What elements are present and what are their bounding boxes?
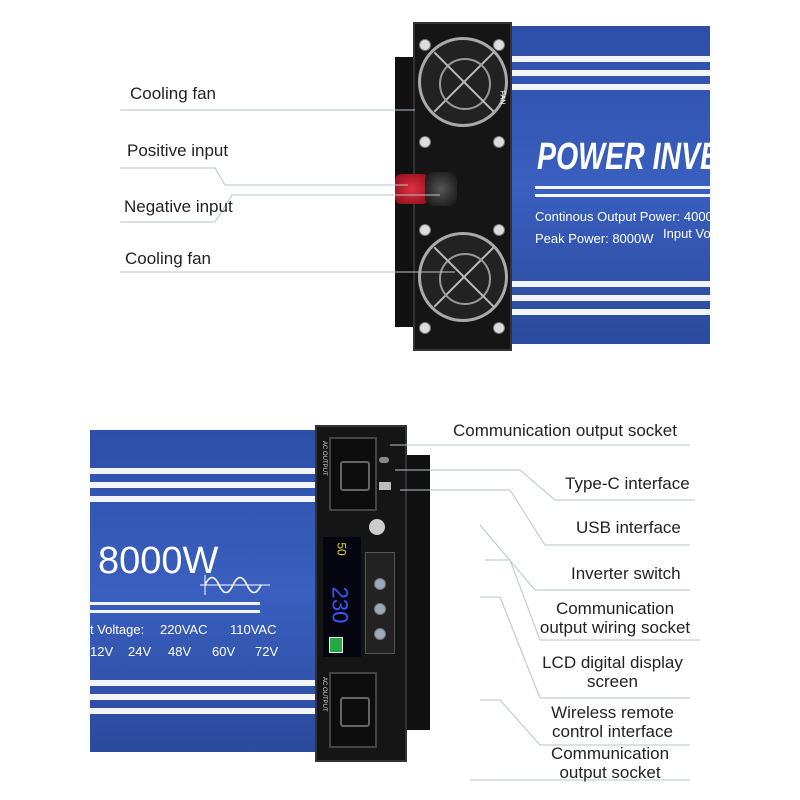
inverter-body: POWER INVER Continous Output Power: 4000… [505,26,740,344]
bottom-inverter: 8000W t Voltage: 220VAC 110VAC 12V 24V 4… [90,420,435,765]
spec-line-1: Continous Output Power: 4000W [535,209,726,224]
label-usb-interface: USB interface [576,518,681,537]
positive-terminal [395,174,429,204]
label-communication-output-socket-2: Communication output socket [550,744,670,782]
cooling-fan-icon [418,232,508,322]
sine-wave-icon [200,575,270,595]
dc-option: 60V [212,644,236,659]
ac-output-socket [329,437,377,511]
dc-option: 24V [128,644,152,659]
label-communication-output-socket: Communication output socket [453,421,677,440]
label-cooling-fan-bottom: Cooling fan [125,249,212,268]
label-wireless-remote: Wireless remote control interface [551,703,674,741]
label-wiring-socket: Communication output wiring socket [539,599,691,637]
dc-option: 12V [90,644,114,659]
label-positive-input: Positive input [127,141,229,160]
spec-line-2b: Input Vol [663,226,714,241]
label-inverter-switch: Inverter switch [571,564,681,583]
dc-option: 72V [255,644,279,659]
ac-output-socket [329,672,377,748]
voltage-label: t Voltage: [90,622,145,637]
product-title: POWER INVER [537,136,740,178]
label-negative-input: Negative input [124,197,233,216]
top-inverter: POWER INVER Continous Output Power: 4000… [395,22,740,352]
inverter-body: 8000W t Voltage: 220VAC 110VAC 12V 24V 4… [90,430,322,752]
cooling-fan-icon [418,37,508,127]
type-c-port [379,457,389,463]
ac-option: 110VAC [230,622,277,637]
power-rating: 8000W [98,540,219,582]
negative-terminal [425,172,457,206]
lcd-screen: 50 230 [323,537,361,657]
spec-line-2: Peak Power: 8000W [535,231,654,246]
usb-port [379,482,391,490]
label-cooling-fan-top: Cooling fan [130,84,217,103]
end-plate: FAN [413,22,512,351]
label-lcd-screen: LCD digital display screen [542,653,683,691]
dc-option: 48V [168,644,192,659]
end-plate: AC OUTPUT AC OUTPUT 50 230 [315,425,407,762]
label-type-c-interface: Type-C interface [565,474,690,493]
ac-option: 220VAC [160,622,208,637]
battery-icon [329,637,343,653]
wiring-terminal-block [365,552,395,654]
power-switch [369,519,385,535]
